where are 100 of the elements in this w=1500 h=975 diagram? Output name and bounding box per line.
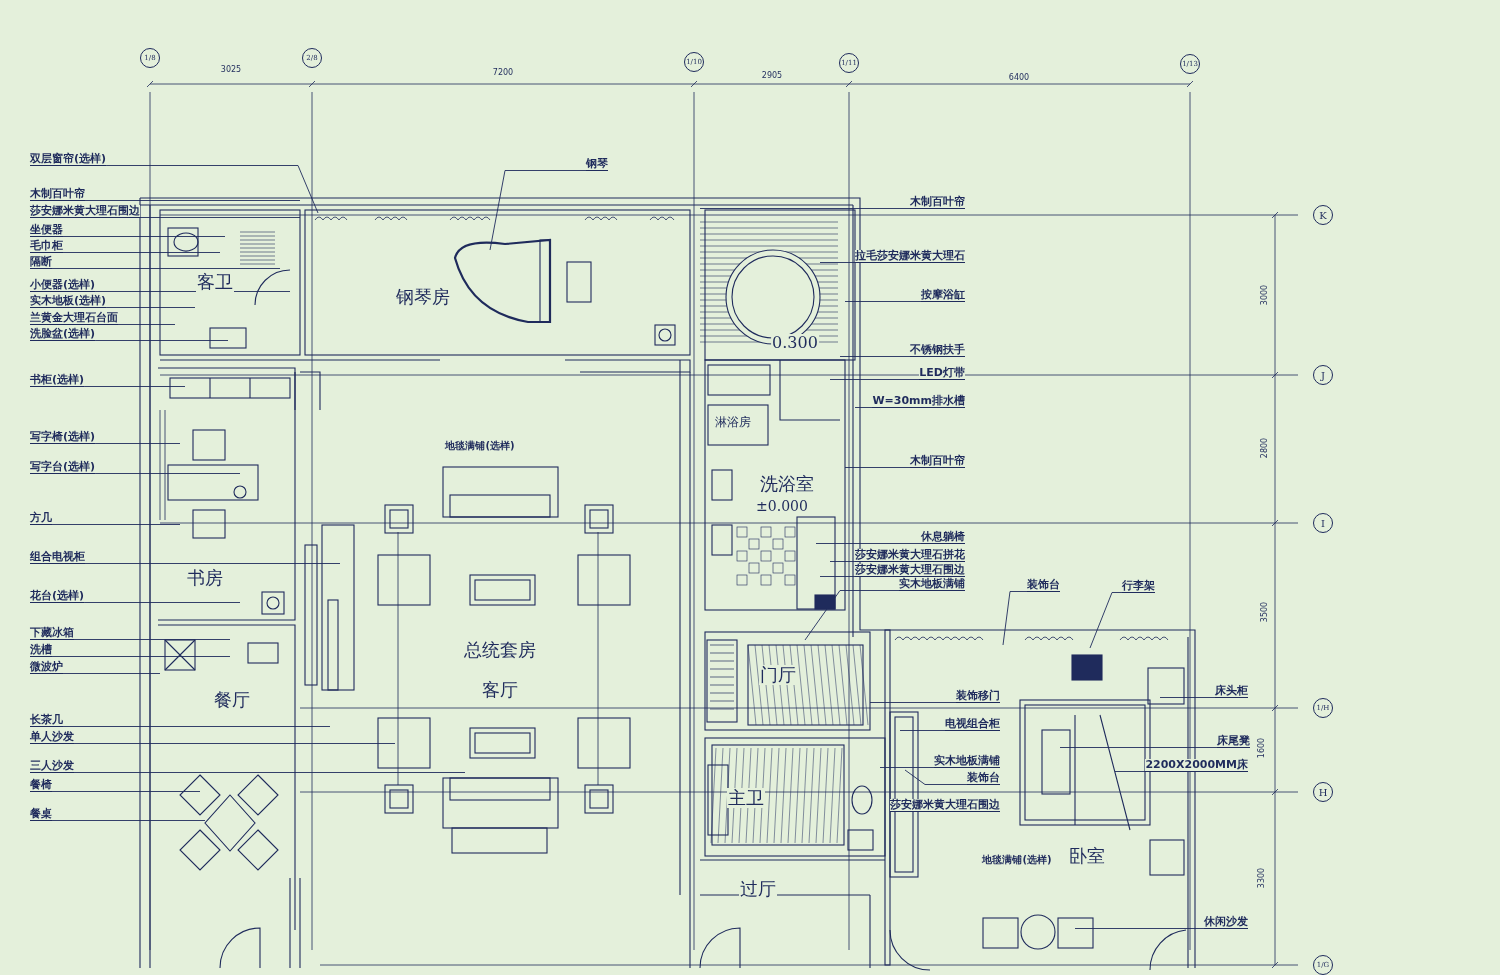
callout-label: 洗脸盆(选样) [30,328,96,341]
axis-bubble: I [1313,513,1333,533]
room-name: 客厅 [481,680,519,700]
dimension-text: 3025 [219,65,243,75]
callout-label: 方几 [30,512,52,525]
callout-label: 行李架 [1122,580,1155,593]
callout-label: 实木地板满铺 [934,755,1000,768]
leader-line [1059,747,1218,748]
callout-label: 莎安娜米黄大理石围边 [890,799,1000,812]
leader-line [1089,592,1123,649]
level-mark: ±0.000 [755,498,809,514]
leader-line [62,252,221,253]
leader-line [839,356,911,357]
callout-label: 隔断 [30,256,52,269]
callout-label: 木制百叶帘 [910,196,965,209]
leader-line [844,467,911,468]
leader-line [854,407,873,408]
leader-line [73,772,466,773]
callout-label: W=30mm排水槽 [872,395,965,408]
leader-line [904,769,968,785]
leader-line [869,702,957,703]
leader-line [819,262,856,263]
callout-label: 小便器(选样) [30,279,96,292]
leader-line [51,820,206,821]
room-name: 门厅 [759,665,797,685]
leader-line [73,743,396,744]
leader-line [699,208,911,209]
leader-line [1114,771,1146,772]
leader-line [94,473,241,474]
leader-line [1074,928,1205,929]
callout-label: 钢琴 [586,158,608,171]
callout-label: 坐便器 [30,224,63,237]
room-name: 淋浴房 [714,415,752,429]
dimension-text: 6400 [1007,73,1031,83]
axis-bubble: K [1313,205,1333,225]
callout-label: 莎安娜米黄大理石围边 [855,564,965,577]
room-name: 客卫 [196,272,234,292]
callout-label: 兰黄金大理石台面 [30,312,118,325]
callout-label: 装饰移门 [956,690,1000,703]
leader-line [94,340,229,341]
leader-line [62,726,331,727]
callout-label: 莎安娜米黄大理石围边 [30,205,140,218]
callout-label: 书柜(选样) [30,374,85,387]
leader-line [83,602,241,603]
callout-label: 电视组合柜 [945,718,1000,731]
callout-label: 装饰台 [1027,579,1060,592]
leader-line [83,386,186,387]
room-name: 主卫 [727,788,765,808]
leader-line [105,307,196,308]
leader-line [62,673,161,674]
callout-label: 写字椅(选样) [30,431,96,444]
leader-line [899,730,946,731]
callout-label: 装饰台 [967,772,1000,785]
dimension-text: 2905 [760,71,784,81]
callout-label: LED灯带 [919,367,965,380]
callout-label: 木制百叶帘 [910,455,965,468]
room-name: 书房 [186,568,224,588]
dimension-text: 3500 [1260,600,1270,624]
leader-line [1159,697,1216,698]
callout-label: 组合电视柜 [30,551,85,564]
axis-bubble: H [1313,782,1333,802]
callout-label: 下藏冰箱 [30,627,74,640]
callout-label: 莎安娜米黄大理石拼花 [855,549,965,562]
callout-label: 洗槽 [30,644,52,657]
leader-line [84,563,341,564]
callout-label: 微波炉 [30,661,63,674]
dimension-text: 3300 [1257,866,1267,890]
callout-label: 毛巾柜 [30,240,63,253]
dimension-text: 7200 [491,68,515,78]
callout-label: 2200X2000MM床 [1145,759,1248,772]
dimension-text: 2800 [1260,436,1270,460]
leader-line [94,443,181,444]
leader-line [73,639,231,640]
room-name: 餐厅 [213,690,251,710]
room-name: 总统套房 [463,640,537,660]
callout-label: 拉毛莎安娜米黄大理石 [855,250,965,263]
axis-bubble: J [1313,365,1333,385]
room-name: 卧室 [1068,846,1106,866]
callout-label: 三人沙发 [30,760,74,773]
leader-line [804,590,900,641]
callout-label: 长茶几 [30,714,63,727]
leader-line [105,165,319,214]
callout-label: 床尾凳 [1217,735,1250,748]
callout-label: 双层窗帘(选样) [30,153,107,166]
callout-label: 床头柜 [1215,685,1248,698]
leader-line [84,200,301,201]
leader-line [819,576,856,577]
callout-label: 休闲沙发 [1204,916,1248,929]
callout-label: 餐桌 [30,808,52,821]
floor-note: 地毯满铺(选样) [981,854,1053,866]
leader-line [51,791,201,792]
leader-line [117,324,176,325]
callout-label: 休息躺椅 [921,531,965,544]
callout-label: 木制百叶帘 [30,188,85,201]
callout-label: 实木地板满铺 [899,578,965,591]
leader-line [829,561,856,562]
callout-label: 单人沙发 [30,731,74,744]
callout-label: 按摩浴缸 [921,289,965,302]
leader-line [815,543,922,544]
callout-label: 不锈钢扶手 [910,344,965,357]
